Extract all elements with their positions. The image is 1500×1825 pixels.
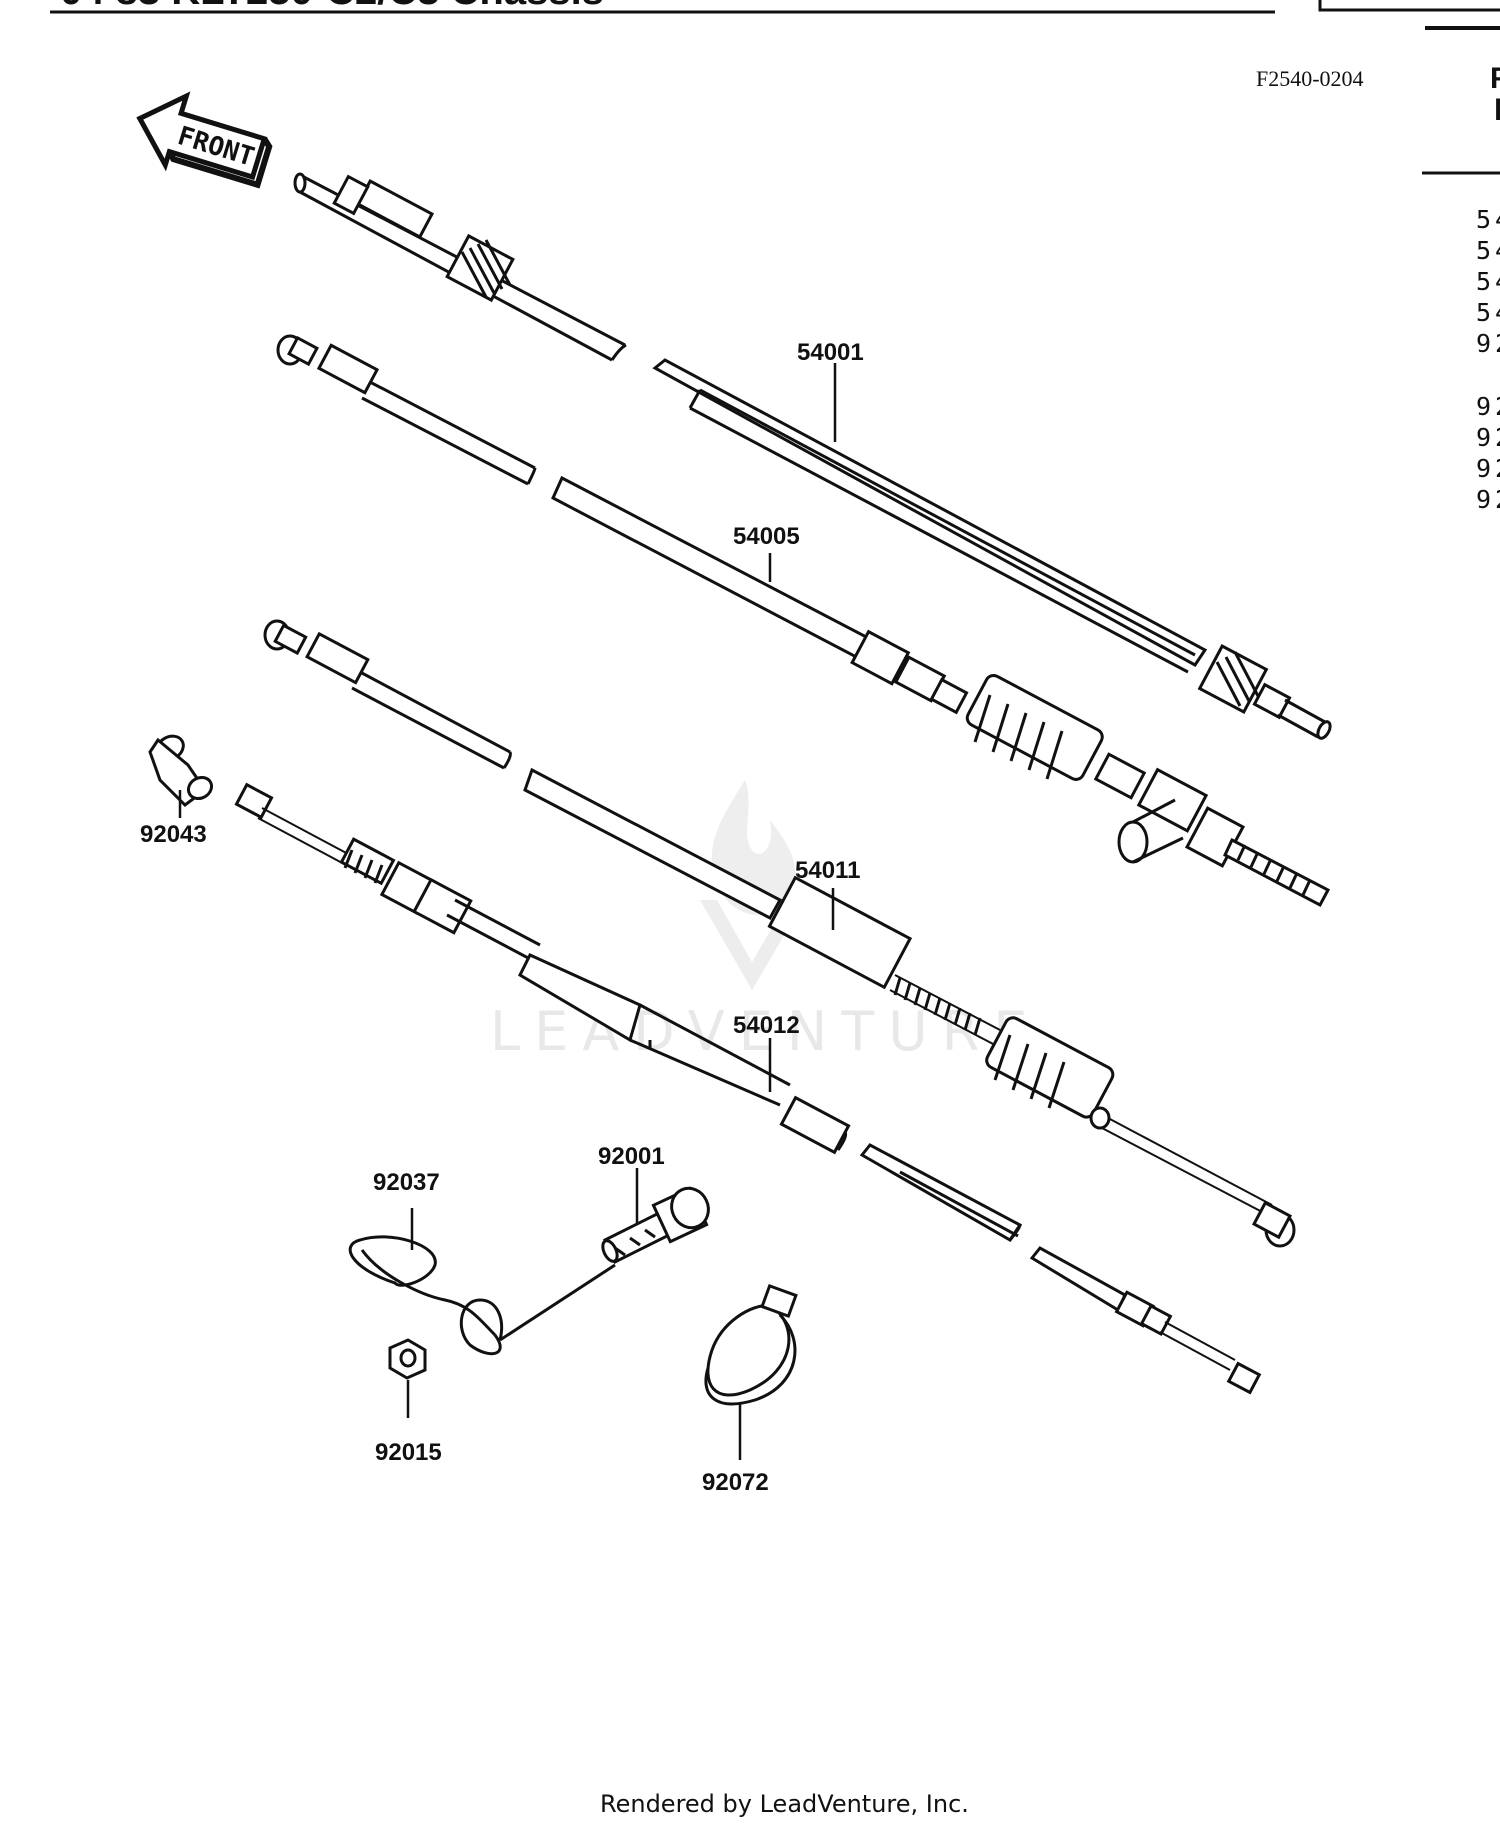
adjuster-thread-icon <box>339 837 396 886</box>
return-spring-icon <box>889 974 1001 1046</box>
dust-boot-icon <box>965 673 1104 781</box>
cable-bracket-icon <box>1117 767 1209 864</box>
part-list-item: 54 <box>1476 298 1500 327</box>
band-92072 <box>704 1283 798 1406</box>
callout-54012: 54012 <box>733 1012 800 1039</box>
part-list-item: 54 <box>1476 205 1500 234</box>
part-list-item: 92 <box>1476 329 1500 358</box>
dust-boot-icon <box>985 1016 1115 1119</box>
part-list-item: 92 <box>1476 423 1500 452</box>
front-arrow-shadow <box>166 137 273 189</box>
cable-54005 <box>276 334 1331 908</box>
right-panel-heading-fragment: F <box>1490 62 1500 95</box>
part-list-item: 92 <box>1476 454 1500 483</box>
callout-92043: 92043 <box>140 821 207 848</box>
header-title-fragment: 04 83 KLT250-C2/C3 Chassis <box>60 0 604 13</box>
threaded-end-icon <box>1223 837 1331 908</box>
adjuster-nut-icon <box>460 239 512 298</box>
wire-clamp-icon <box>348 1235 437 1287</box>
callout-54011: 54011 <box>795 857 860 884</box>
cable-band-icon <box>706 1303 791 1397</box>
grommet-92043 <box>148 734 214 807</box>
bolt-92001 <box>601 1186 710 1265</box>
right-panel-heading-fragment-2: l <box>1494 94 1500 127</box>
callout-92072: 92072 <box>702 1469 769 1496</box>
cable-54001 <box>293 172 1332 740</box>
callout-92001: 92001 <box>598 1143 665 1170</box>
part-list-item: 54 <box>1476 267 1500 296</box>
callout-54005: 54005 <box>733 523 800 550</box>
nut-92015 <box>388 1338 427 1380</box>
front-arrow-icon <box>136 91 268 181</box>
document-number: F2540-0204 <box>1256 66 1364 91</box>
cable-54012 <box>234 782 1262 1395</box>
part-list-item: 54 <box>1476 236 1500 265</box>
page-header: 04 83 KLT250-C2/C3 Chassis F l <box>50 0 1500 175</box>
callout-54001: 54001 <box>797 339 864 366</box>
front-arrow: FRONT <box>136 91 273 189</box>
right-column-part-list: 54 54 54 54 92 92 92 92 92 <box>1476 205 1500 514</box>
part-list-item: 92 <box>1476 392 1500 421</box>
callout-92037: 92037 <box>373 1169 440 1196</box>
footer-credit: Rendered by LeadVenture, Inc. <box>600 1790 969 1818</box>
part-list-item: 92 <box>1476 485 1500 514</box>
clamp-92037 <box>348 1235 616 1356</box>
cable-54011 <box>263 619 1296 1248</box>
header-box-corner <box>1318 0 1500 12</box>
callout-92015: 92015 <box>375 1439 442 1466</box>
